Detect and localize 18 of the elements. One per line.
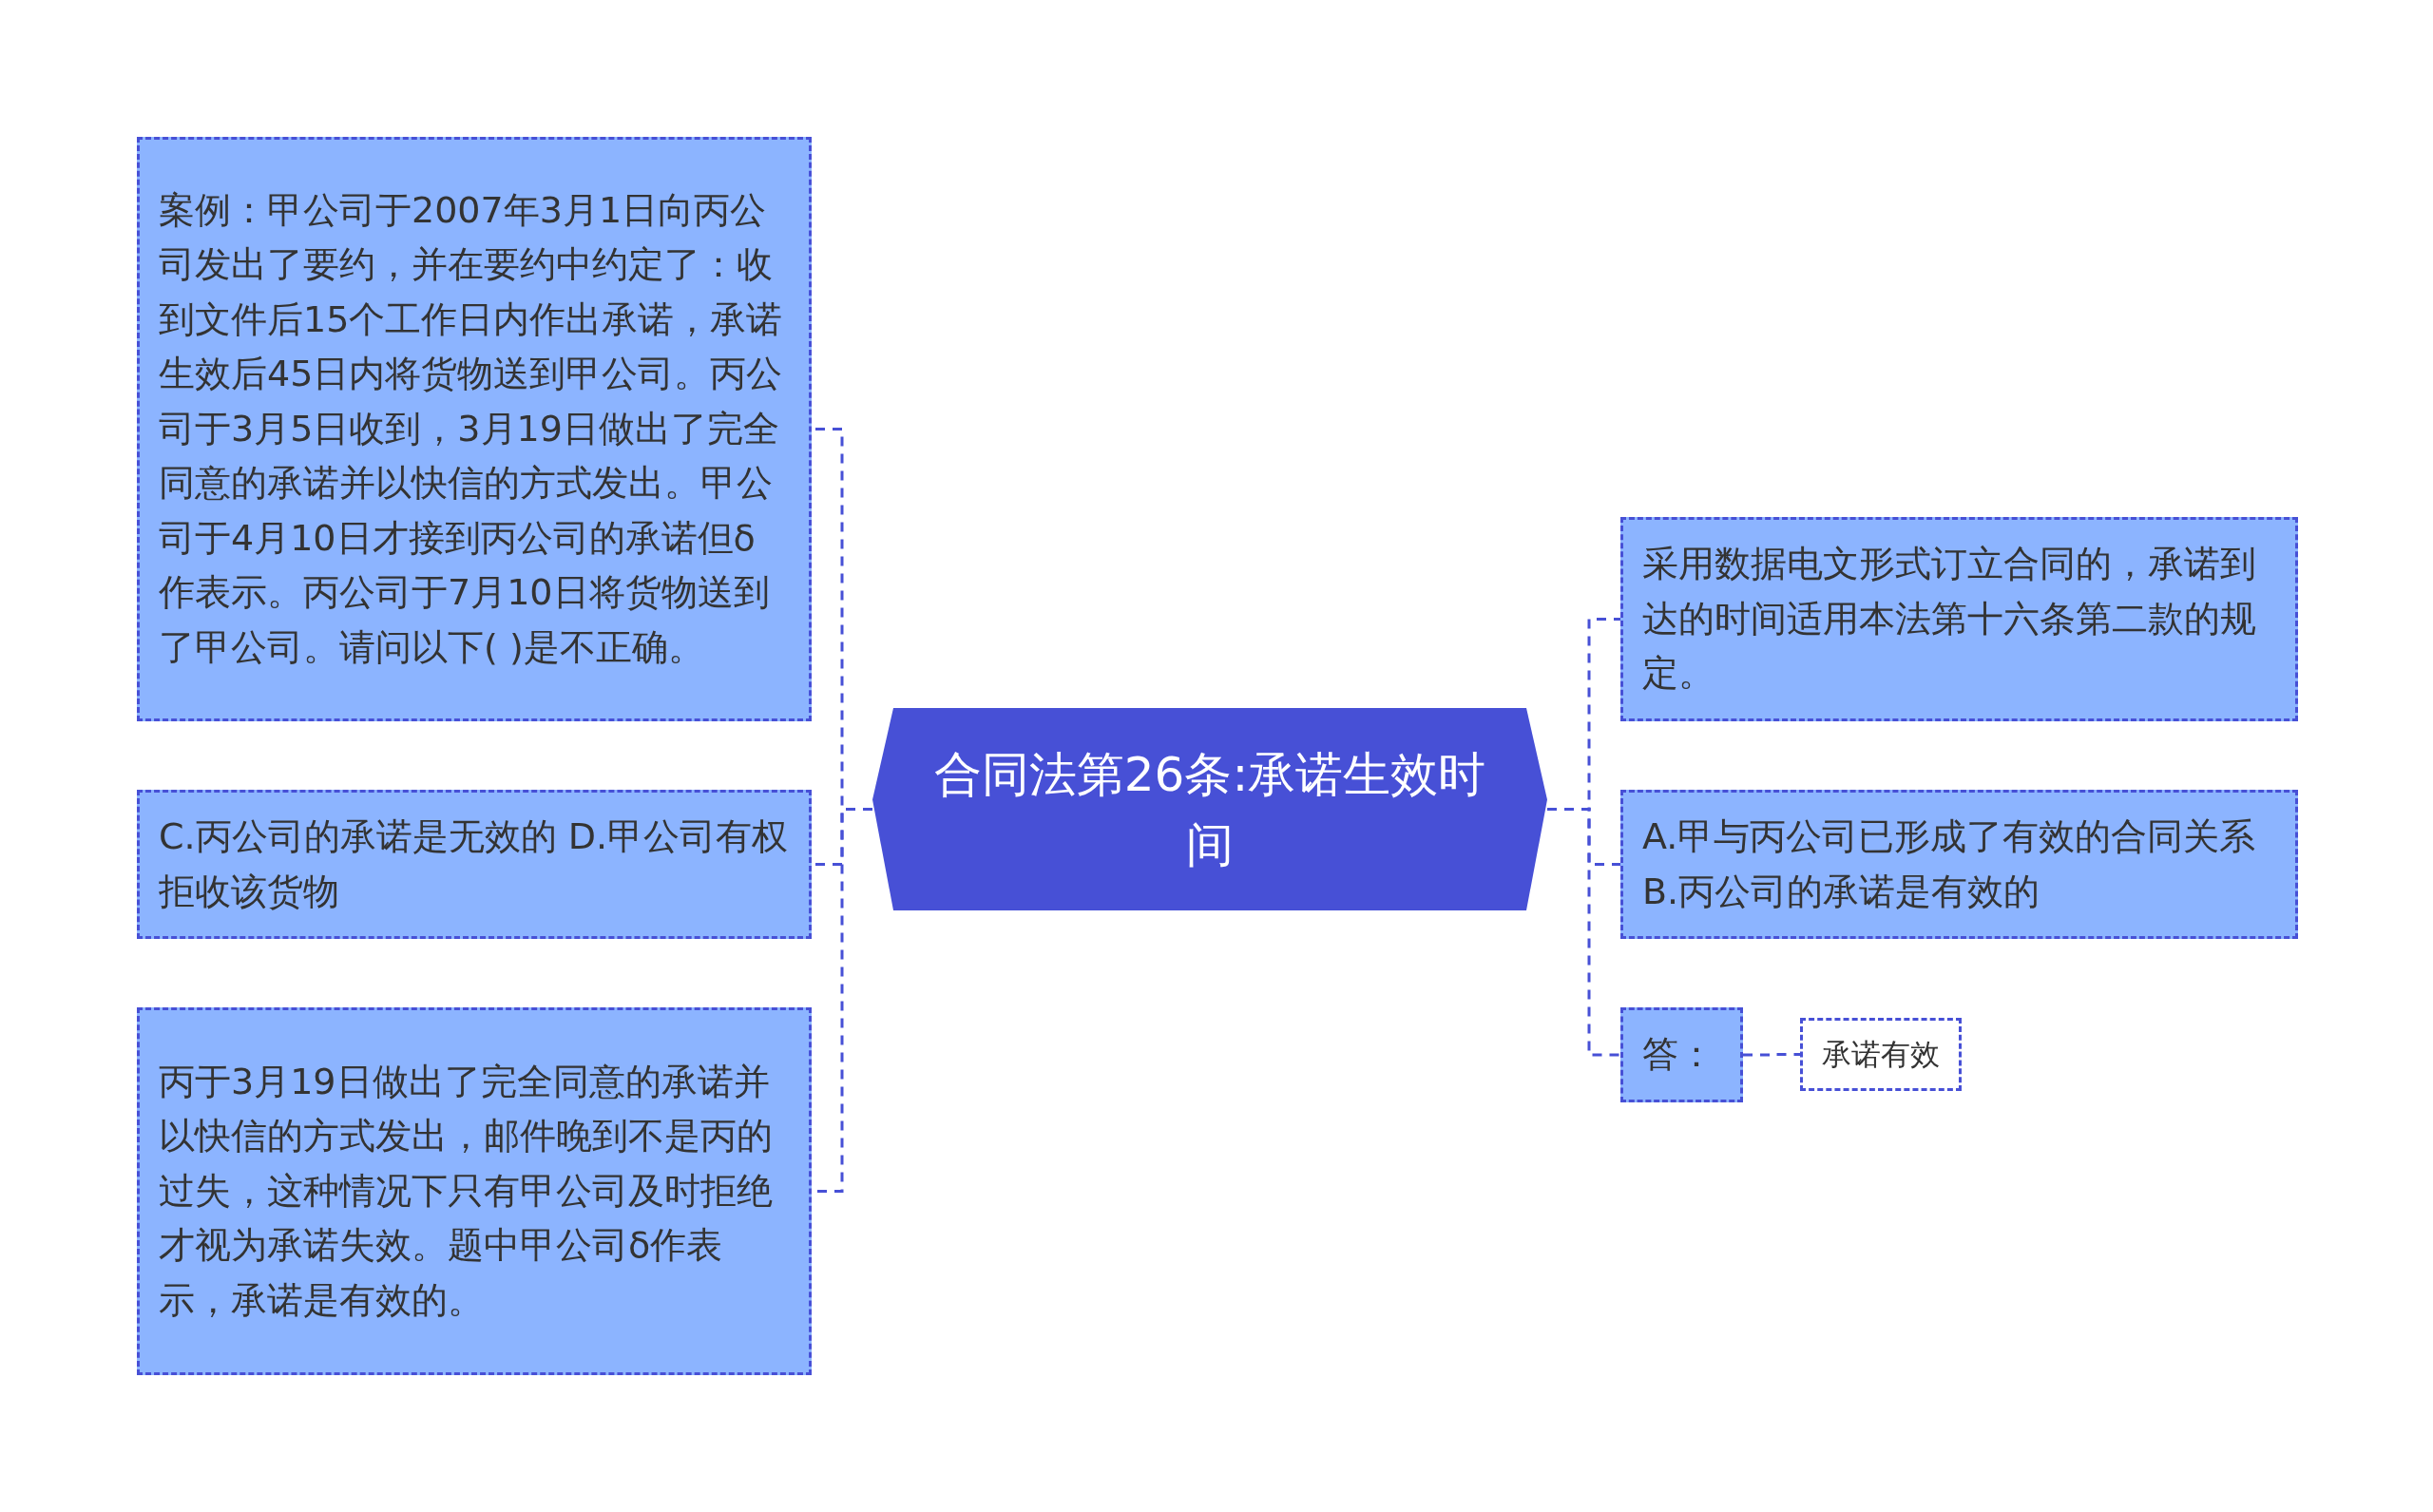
topic-box [1620, 1007, 1743, 1102]
answer-box [1800, 1018, 1962, 1091]
topic-text: 案例：甲公司于2007年3月1日向丙公司发出了要约，并在要约中约定了：收到文件后15个工作日内作出承诺，承诺生效后45日内将货物送到甲公司。丙公司于3月5日收到，3月19日做出了完全同意的承诺并以快信的方式发出。甲公司于4月10日才接到丙公司的承诺但δ作表示。丙公司于7月10日将货物送到了甲公司。请问以下( )是不正确。 [159, 187, 784, 670]
topic-text: 采用数据电文形式订立合同的，承诺到达的时间适用本法第十六条第二款的规定。 [1642, 542, 2257, 697]
central-topic-hexagon [872, 708, 1547, 910]
topic-box [137, 1007, 812, 1375]
connector-line [1743, 1053, 1800, 1057]
topic-box [1620, 517, 2298, 721]
topic-text: C.丙公司的承诺是无效的 D.甲公司有权拒收该货物 [159, 814, 790, 914]
topic-box [1620, 790, 2298, 939]
topic-text: A.甲与丙公司已形成了有效的合同关系 B.丙公司的承诺是有效的 [1642, 814, 2257, 914]
connector-line [1547, 808, 1620, 1057]
topic-text: 承诺有效 [1822, 1035, 1940, 1073]
topic-box [137, 137, 812, 721]
topic-text: 合同法第26条:承诺生效时间 [932, 745, 1487, 874]
topic-text: 丙于3月19日做出了完全同意的承诺并以快信的方式发出，邮件晚到不是丙的过失，这种情况下只有甲公司及时拒绝才视为承诺失效。题中甲公司δ作表示，承诺是有效的。 [159, 1059, 774, 1323]
topic-text: 答： [1642, 1032, 1715, 1078]
topic-box [137, 790, 812, 939]
